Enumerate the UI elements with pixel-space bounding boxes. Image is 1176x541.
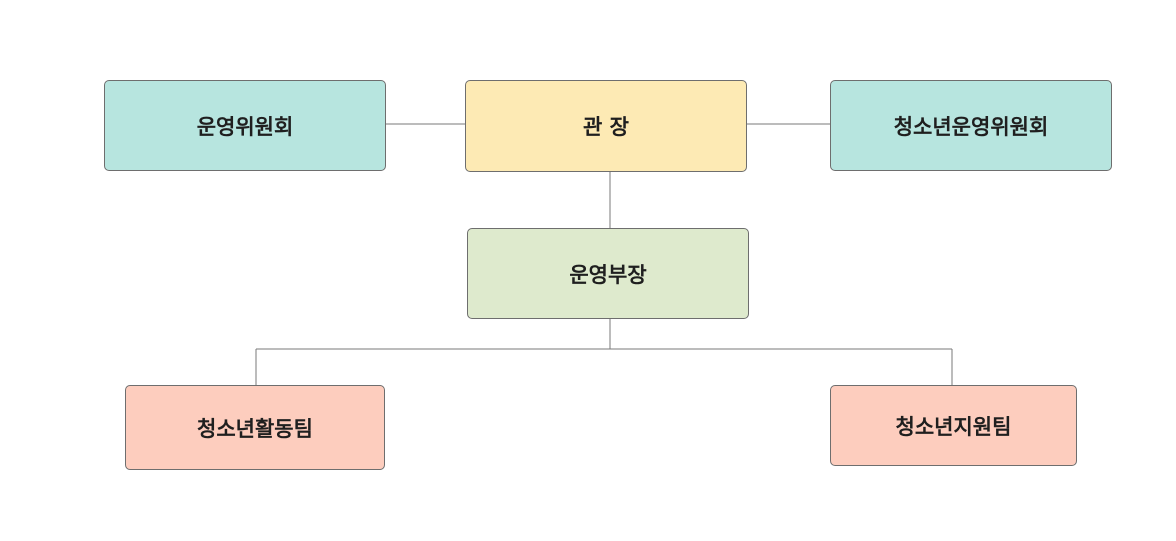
- node-label: 운영위원회: [196, 114, 294, 139]
- node-youth-operating-committee: 청소년운영위원회: [830, 80, 1112, 171]
- node-label: 운영부장: [569, 262, 647, 287]
- node-youth-activity-team: 청소년활동팀: [125, 385, 385, 470]
- node-youth-support-team: 청소년지원팀: [830, 385, 1077, 466]
- node-label: 청소년운영위원회: [893, 114, 1049, 139]
- node-label: 관 장: [583, 115, 629, 139]
- node-operations-manager: 운영부장: [467, 228, 749, 319]
- node-label: 청소년지원팀: [895, 414, 1012, 439]
- node-label: 청소년활동팀: [197, 416, 313, 441]
- node-director: 관 장: [465, 80, 747, 172]
- node-operating-committee: 운영위원회: [104, 80, 386, 171]
